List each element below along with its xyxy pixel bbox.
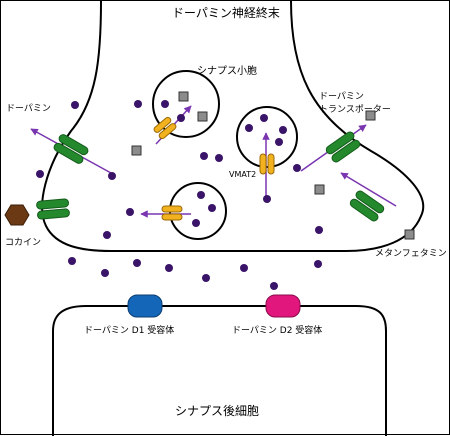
d2-label: ドーパミン D2 受容体 bbox=[232, 324, 322, 336]
dopamine-dot bbox=[240, 264, 248, 272]
dopamine-dot bbox=[197, 191, 205, 199]
dopamine-dot bbox=[270, 282, 278, 290]
d1-receptor bbox=[127, 294, 163, 318]
dopamine-dot bbox=[293, 164, 301, 172]
transport-arrow bbox=[340, 172, 397, 207]
meth-square bbox=[404, 229, 415, 240]
dopamine-dot bbox=[200, 152, 208, 160]
terminal-label: ドーパミン神経終末 bbox=[172, 5, 280, 20]
postsynaptic-label: シナプス後細胞 bbox=[175, 404, 259, 418]
vmat2-transporter bbox=[153, 116, 177, 140]
meth-square bbox=[365, 110, 376, 121]
dopamine-dot bbox=[208, 204, 216, 212]
dopamine-molecules bbox=[36, 100, 323, 290]
dopamine-dot bbox=[68, 257, 76, 265]
cocaine-label: コカイン bbox=[5, 237, 41, 248]
cocaine-molecule bbox=[4, 204, 30, 226]
dopamine-transporter bbox=[349, 190, 385, 222]
dopamine-dot bbox=[71, 101, 79, 109]
vmat2-transporter bbox=[161, 205, 183, 221]
dopamine-transporter bbox=[325, 131, 361, 163]
methamphetamine-label: メタンフェタミン bbox=[375, 248, 447, 259]
dopamine-dot bbox=[103, 231, 111, 239]
meth-square bbox=[131, 145, 142, 156]
dopamine-label: ドーパミン bbox=[6, 103, 51, 114]
dopamine-dot bbox=[108, 172, 116, 180]
dopamine-dot bbox=[275, 138, 283, 146]
d2-receptor bbox=[265, 294, 301, 318]
postsynaptic-membrane bbox=[52, 305, 387, 436]
dopamine-dot bbox=[101, 269, 109, 277]
vesicle-label: シナプス小胞 bbox=[197, 65, 257, 77]
meth-square bbox=[197, 111, 208, 122]
vmat2-transporter bbox=[259, 153, 275, 175]
d1-label: ドーパミン D1 受容体 bbox=[84, 324, 174, 336]
dopamine-dot bbox=[134, 100, 142, 108]
dopamine-dot bbox=[263, 195, 271, 203]
dopamine-dot bbox=[260, 114, 268, 122]
vmat2-label: VMAT2 bbox=[229, 170, 256, 179]
dopamine-dot bbox=[279, 126, 287, 134]
dopamine-dot bbox=[215, 154, 223, 162]
meth-square bbox=[314, 184, 325, 195]
dopamine-dot bbox=[177, 114, 185, 122]
dopamine-dot bbox=[133, 259, 141, 267]
dopamine-dot bbox=[245, 124, 253, 132]
dopamine-transporter bbox=[53, 134, 89, 164]
dopamine-dot bbox=[126, 208, 134, 216]
dopamine-dot bbox=[36, 170, 44, 178]
dopamine-dot bbox=[314, 260, 322, 268]
dopamine-dot bbox=[165, 264, 173, 272]
transporter-label-line1: ドーパミン bbox=[319, 91, 364, 102]
dopamine-dot bbox=[202, 274, 210, 282]
dopamine-dot bbox=[315, 226, 323, 234]
dopamine-dot bbox=[192, 219, 200, 227]
dopamine-transporter bbox=[36, 198, 70, 220]
transporter-label-line2: トランスポーター bbox=[319, 104, 391, 115]
meth-square bbox=[178, 91, 189, 102]
dopamine-dot bbox=[161, 100, 169, 108]
